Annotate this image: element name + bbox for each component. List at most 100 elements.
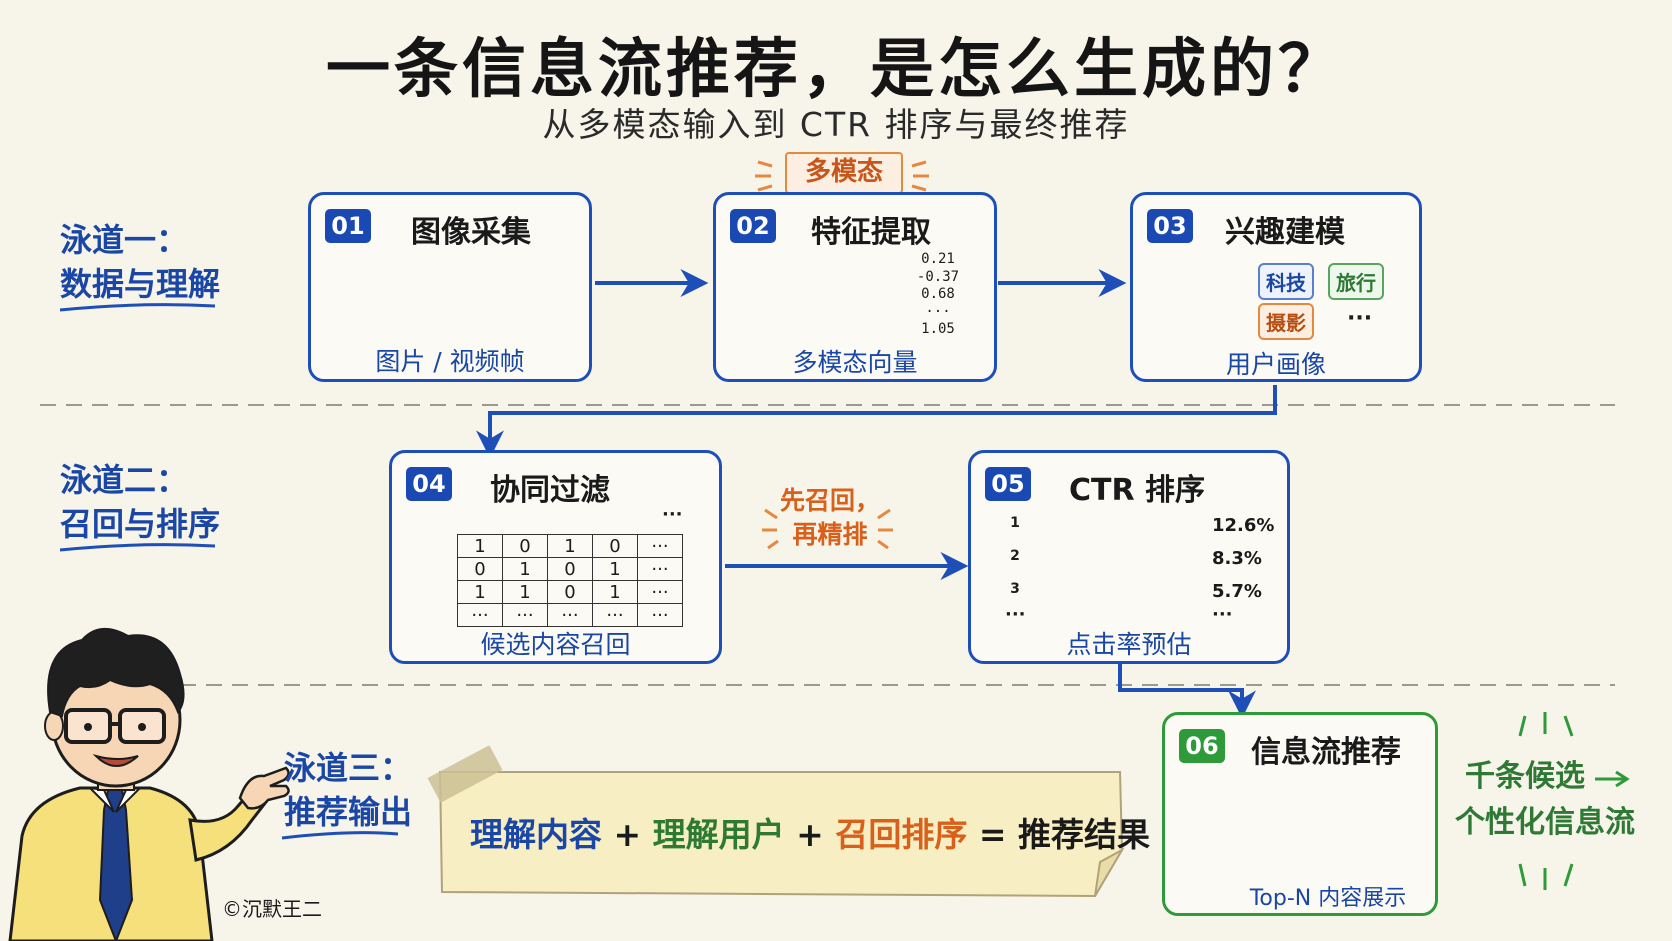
recall-note-line1: 先召回，	[779, 486, 880, 515]
card-feature-extraction: 02 特征提取 多模态向量	[713, 192, 997, 382]
formula-note-paper	[427, 745, 1125, 898]
card-01-footer: 图片 / 视频帧	[375, 347, 525, 376]
card-03-footer: 用户画像	[1225, 350, 1326, 379]
card-03-title: 兴趣建模	[1225, 215, 1345, 250]
step-badge-05: 05	[985, 467, 1031, 501]
ctr-value-3: 5.7%	[1212, 581, 1262, 602]
lane-label-2: 泳道二： 召回与排序	[60, 458, 220, 546]
lane-label-3: 泳道三： 推荐输出	[284, 746, 412, 834]
arrow-03-04	[476, 385, 1277, 459]
formula-plus: +	[796, 815, 824, 854]
step-badge-03: 03	[1147, 209, 1193, 243]
card-02-footer: 多模态向量	[792, 348, 918, 377]
multimodal-tag: 多模态	[785, 152, 903, 194]
formula-understand-user: 理解用户	[652, 815, 785, 854]
matrix-cell: 0	[457, 557, 503, 581]
copyright: ©沉默王二	[222, 897, 322, 921]
formula-result: 推荐结果	[1017, 815, 1150, 854]
rank-more-left: ···	[1005, 604, 1026, 625]
card-04-title: 协同过滤	[490, 473, 610, 508]
step-badge-06: 06	[1179, 729, 1225, 763]
lane-2-number: 泳道二：	[60, 461, 189, 499]
matrix-cell: ···	[547, 603, 593, 627]
matrix-row: ··· ··· ··· ··· ···	[457, 603, 683, 627]
lane-1-number: 泳道一：	[60, 221, 189, 259]
formula-equals: =	[978, 815, 1007, 854]
card-01-title: 图像采集	[411, 215, 531, 250]
vector-ellipsis: ···	[925, 303, 951, 320]
sparkle-lines-multimodal	[755, 160, 929, 192]
presenter-character	[8, 628, 290, 941]
matrix-cell: 1	[502, 557, 548, 581]
side-note: 千条候选 个性化信息流	[1455, 754, 1635, 846]
sparkle-lines-recall	[762, 508, 893, 550]
interest-tag-photo: 摄影	[1258, 303, 1314, 340]
matrix-cell: ···	[502, 603, 548, 627]
rank-more-right: ···	[1212, 604, 1233, 625]
lane-3-name: 推荐输出	[284, 793, 413, 831]
rank-number-1: 1	[1010, 515, 1020, 531]
matrix-cell: ···	[457, 603, 503, 627]
matrix-cell: 1	[592, 580, 638, 604]
card-02-title: 特征提取	[811, 215, 931, 250]
matrix-cell: 1	[592, 557, 638, 581]
side-note-line2: 个性化信息流	[1455, 805, 1635, 840]
step-badge-04: 04	[406, 467, 452, 501]
arrow-05-06	[1118, 660, 1256, 719]
formula-plus: +	[613, 815, 642, 854]
matrix-cell: 1	[502, 580, 548, 604]
matrix-cell: 1	[457, 534, 503, 558]
lane-1-name: 数据与理解	[60, 265, 221, 303]
matrix-cell: ···	[637, 603, 683, 627]
interest-tag-more: ···	[1347, 306, 1373, 331]
matrix-cell: 0	[547, 557, 593, 581]
lane-2-name: 召回与排序	[60, 505, 221, 543]
lane2-underline	[59, 543, 216, 552]
card-06-footer: Top-N 内容展示	[1249, 886, 1407, 911]
matrix-cell: ···	[592, 603, 638, 627]
formula-recall-rank: 召回排序	[835, 815, 968, 854]
card-06-title: 信息流推荐	[1251, 735, 1401, 770]
recall-note-line2: 再精排	[792, 520, 868, 549]
lane3-underline	[281, 831, 399, 840]
matrix-cell: ···	[637, 557, 683, 581]
interaction-matrix: 1 0 1 0 ··· 0 1 0 1 ··· 1 1 0 1 ··· ··· …	[457, 534, 683, 627]
interest-tag-travel: 旅行	[1328, 263, 1384, 300]
card-04-footer: 候选内容召回	[480, 630, 631, 659]
matrix-cell: 0	[592, 534, 638, 558]
side-note-line1: 千条候选	[1465, 759, 1585, 794]
card-feed-recommendation: 06 信息流推荐 Top-N 内容展示	[1162, 712, 1438, 916]
matrix-cell: 0	[502, 534, 548, 558]
matrix-header-more: ···	[662, 504, 683, 525]
vector-value: 0.21	[921, 251, 955, 267]
rank-number-3: 3	[1010, 581, 1020, 597]
interest-tag-tech: 科技	[1258, 263, 1314, 300]
vector-value: 1.05	[921, 321, 955, 337]
formula-understand-content: 理解内容	[470, 815, 602, 854]
step-badge-01: 01	[325, 209, 371, 243]
matrix-cell: 0	[547, 580, 593, 604]
lane1-underline	[59, 303, 216, 312]
summary-formula: 理解内容 + 理解用户 + 召回排序 = 推荐结果	[470, 808, 1150, 856]
card-image-capture: 01 图像采集 图片 / 视频帧	[308, 192, 592, 382]
ctr-value-1: 12.6%	[1212, 515, 1275, 536]
matrix-cell: ···	[637, 580, 683, 604]
vector-value: -0.37	[916, 268, 960, 285]
vector-value: 0.68	[921, 286, 955, 302]
card-05-title: CTR 排序	[1069, 473, 1206, 508]
step-badge-02: 02	[730, 209, 776, 243]
sparkle-lines-side	[1518, 712, 1574, 890]
lane-3-number: 泳道三：	[284, 749, 413, 787]
lane-label-1: 泳道一： 数据与理解	[60, 218, 220, 306]
matrix-cell: ···	[637, 534, 683, 558]
matrix-row: 1 1 0 1 ···	[457, 580, 683, 604]
ctr-value-2: 8.3%	[1212, 548, 1262, 569]
matrix-row: 1 0 1 0 ···	[457, 534, 683, 558]
matrix-row: 0 1 0 1 ···	[457, 557, 683, 581]
card-ctr-ranking: 05 CTR 排序 点击率预估	[968, 450, 1290, 664]
card-05-footer: 点击率预估	[1066, 630, 1192, 659]
rank-number-2: 2	[1010, 548, 1020, 564]
feature-vector: 0.21 -0.37 0.68 ··· 1.05	[910, 251, 966, 339]
matrix-cell: 1	[547, 534, 593, 558]
matrix-cell: 1	[457, 580, 503, 604]
